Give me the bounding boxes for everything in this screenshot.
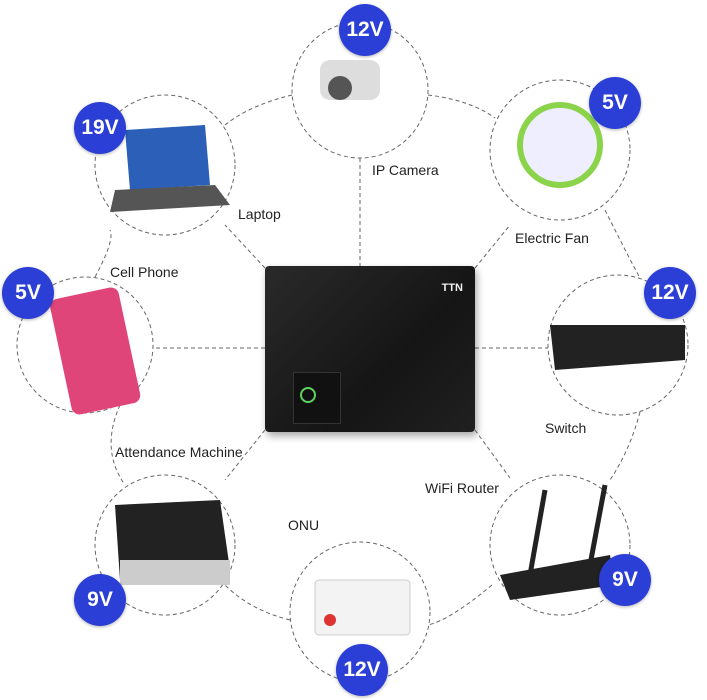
voltage-badge: 12V: [339, 4, 391, 56]
label-electric-fan: Electric Fan: [515, 230, 589, 246]
voltage-badge: 9V: [599, 554, 651, 606]
brand-logo: TTN: [441, 282, 463, 294]
voltage-badge: 12V: [336, 644, 388, 696]
label-onu: ONU: [288, 517, 320, 533]
voltage-badge: 19V: [74, 102, 126, 154]
indicator-panel: [293, 372, 341, 424]
voltage-badge: 9V: [74, 574, 126, 626]
label-laptop: Laptop: [238, 206, 281, 222]
ups-device: TTN: [265, 266, 475, 432]
power-icon: [300, 387, 316, 403]
label-switch: Switch: [545, 420, 587, 436]
voltage-badge: 5V: [589, 77, 641, 129]
label-wifi-router: WiFi Router: [425, 480, 499, 496]
label-cell-phone: Cell Phone: [110, 264, 179, 280]
voltage-badge: 12V: [644, 267, 696, 319]
label-ip-camera: IP Camera: [372, 162, 439, 178]
device-illustrations: [50, 60, 685, 636]
voltage-badge: 5V: [2, 267, 54, 319]
label-attendance-machine: Attendance Machine: [115, 444, 243, 460]
